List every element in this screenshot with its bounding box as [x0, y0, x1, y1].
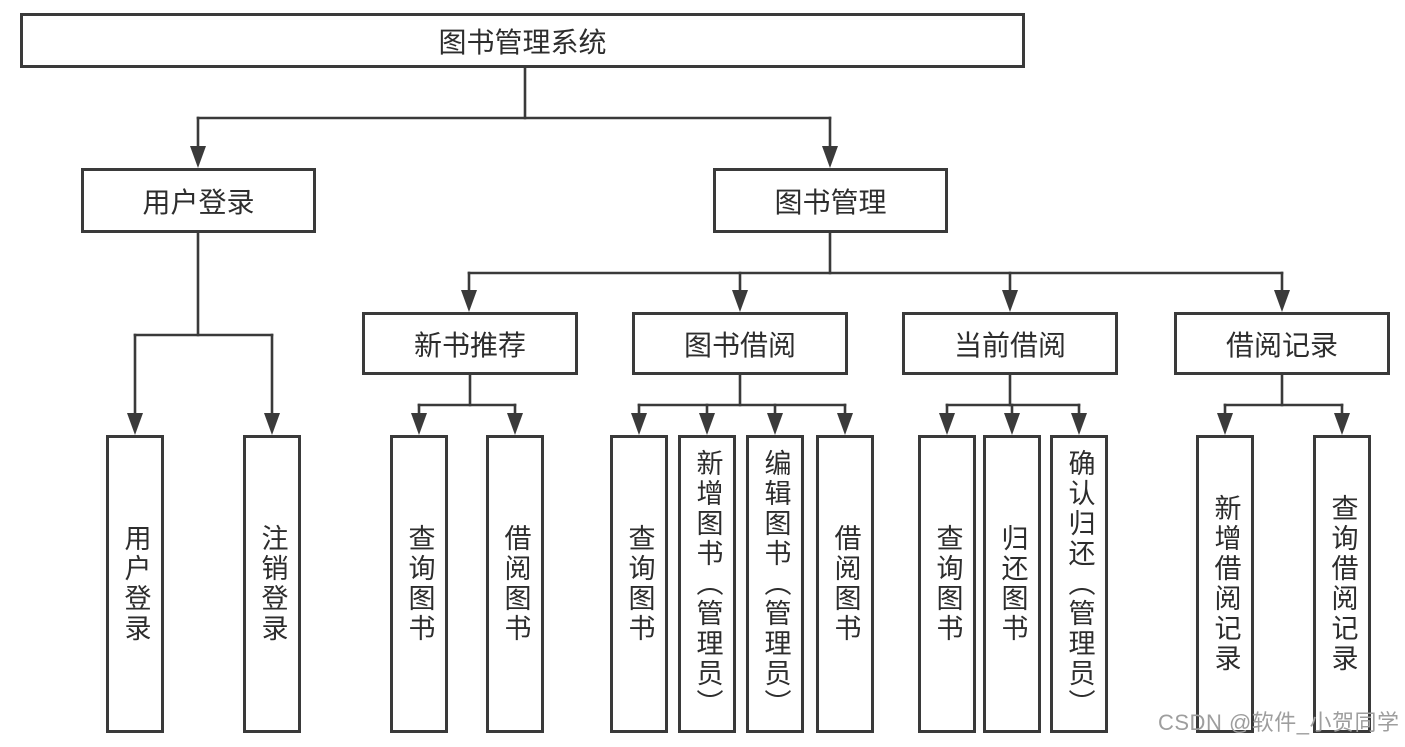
node-leaf-user-login: 用户登录 [106, 435, 164, 733]
node-leaf-logout: 注销登录 [243, 435, 301, 733]
node-leaf-edit-book-admin: 编辑图书（管理员） [746, 435, 804, 733]
node-new-book-recommend: 新书推荐 [362, 312, 578, 375]
node-current-borrowing: 当前借阅 [902, 312, 1118, 375]
csdn-watermark: CSDN @软件_小贺同学 [1158, 710, 1400, 735]
node-leaf-query-book-rec: 查询图书 [390, 435, 448, 733]
node-leaf-confirm-return-admin: 确认归还（管理员） [1050, 435, 1108, 733]
node-borrowing-records: 借阅记录 [1174, 312, 1390, 375]
node-leaf-borrow-book-bor: 借阅图书 [816, 435, 874, 733]
node-leaf-borrow-book-rec: 借阅图书 [486, 435, 544, 733]
node-root: 图书管理系统 [20, 13, 1025, 68]
node-leaf-query-borrow-record: 查询借阅记录 [1313, 435, 1371, 733]
node-book-management: 图书管理 [713, 168, 948, 233]
node-leaf-query-book-bor: 查询图书 [610, 435, 668, 733]
node-book-borrowing: 图书借阅 [632, 312, 848, 375]
node-leaf-query-book-cur: 查询图书 [918, 435, 976, 733]
node-leaf-add-borrow-record: 新增借阅记录 [1196, 435, 1254, 733]
node-leaf-return-book: 归还图书 [983, 435, 1041, 733]
node-leaf-add-book-admin: 新增图书（管理员） [678, 435, 736, 733]
node-user-login: 用户登录 [81, 168, 316, 233]
